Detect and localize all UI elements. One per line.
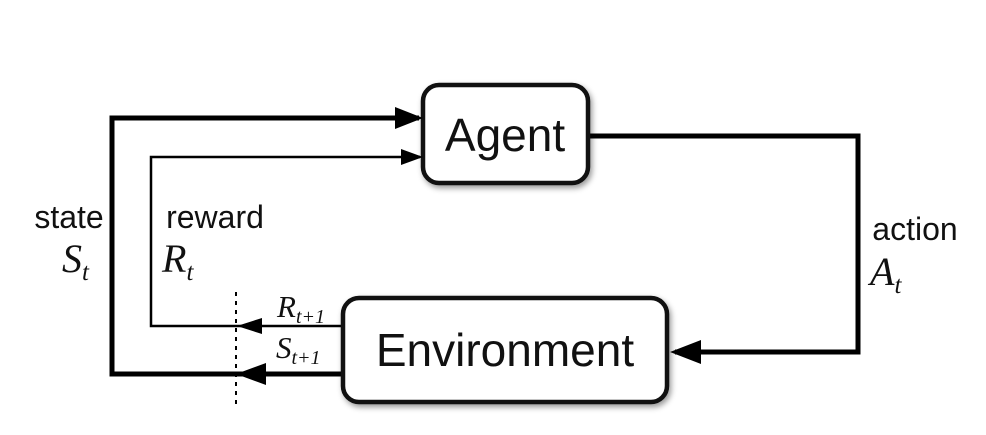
action-symbol-subscript: t: [894, 272, 902, 299]
action-word-label: action: [872, 211, 957, 247]
action-symbol-main: A: [867, 249, 895, 294]
action-flow-line: [588, 133, 861, 355]
state-flow-path: [109, 115, 419, 377]
next-state-subscript: t+1: [292, 347, 321, 369]
next-reward-main: R: [276, 289, 296, 324]
state-word-label: state: [34, 199, 103, 235]
action-into-environment-arrowhead-icon: [670, 340, 701, 364]
action-symbol-label: At: [867, 249, 902, 299]
environment-label: Environment: [376, 324, 634, 376]
reward-symbol-main: R: [161, 236, 186, 281]
reward-symbol-subscript: t: [186, 259, 194, 286]
reward-into-agent-arrowhead-icon: [401, 149, 423, 165]
next-reward-symbol-label: Rt+1: [276, 289, 325, 328]
state-symbol-label: St: [62, 236, 90, 286]
state-into-agent-arrowhead-icon: [395, 107, 423, 129]
state-symbol-subscript: t: [82, 259, 90, 286]
reward-word-label: reward: [166, 199, 264, 235]
agent-label: Agent: [445, 109, 565, 161]
state-flow-line: [109, 115, 419, 377]
environment-box: [340, 295, 670, 405]
reward-symbol-label: Rt: [161, 236, 194, 286]
state-symbol-main: S: [62, 236, 82, 281]
next-reward-at-boundary-arrowhead-icon: [237, 318, 262, 334]
agent-box: [420, 82, 591, 186]
next-state-at-boundary-arrowhead-icon: [236, 363, 266, 385]
next-state-main: S: [276, 330, 292, 365]
next-state-symbol-label: St+1: [276, 330, 321, 369]
next-reward-subscript: t+1: [296, 306, 325, 328]
action-flow-path: [588, 133, 861, 355]
